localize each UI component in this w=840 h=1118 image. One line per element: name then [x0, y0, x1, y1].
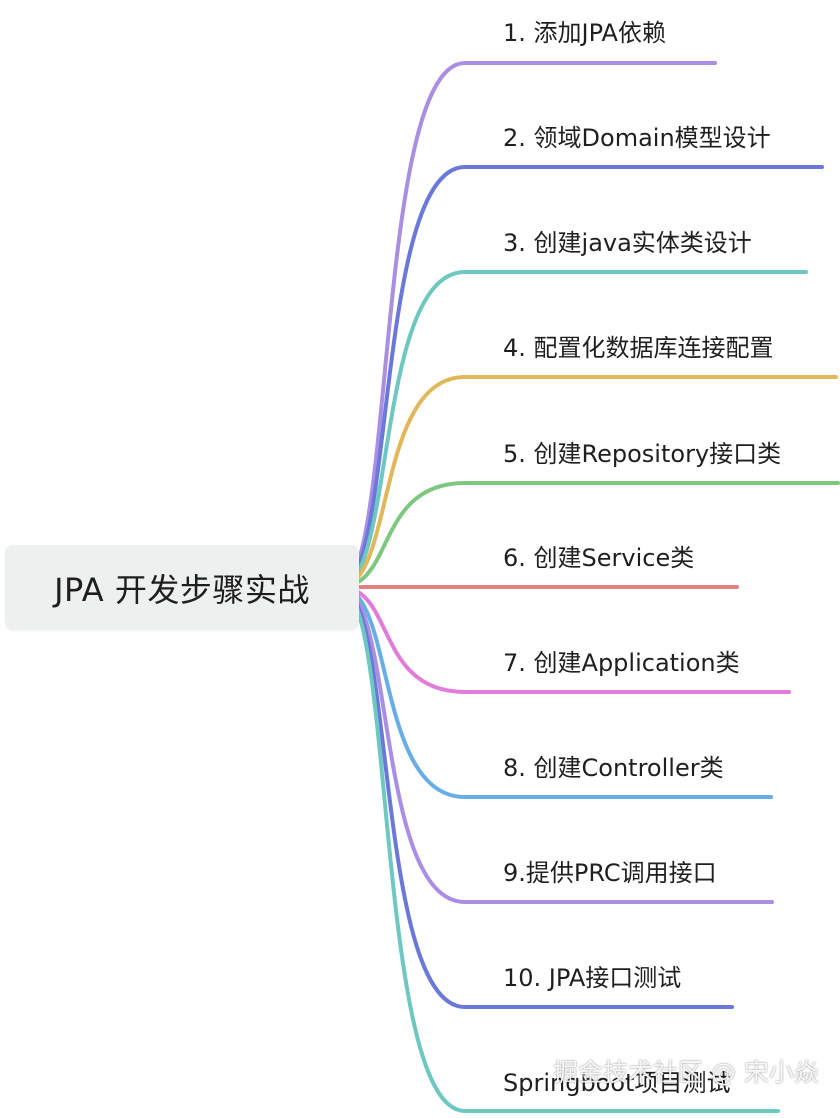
branch-label-10[interactable]: 10. JPA接口测试: [503, 964, 682, 992]
connector-line-3: [338, 270, 808, 589]
connector-line-8: [338, 585, 773, 799]
connector-line-2: [338, 165, 824, 589]
root-node[interactable]: JPA 开发步骤实战: [5, 545, 359, 630]
watermark: 掘金技术社区 @ 宋小焱: [553, 1058, 819, 1087]
connector-line-9: [338, 585, 774, 904]
connector-line-4: [338, 375, 838, 589]
branch-label-11[interactable]: Springboot项目测试: [503, 1069, 731, 1097]
branch-label-9[interactable]: 9.提供PRC调用接口: [503, 859, 717, 887]
branch-label-4[interactable]: 4. 配置化数据库连接配置: [503, 334, 774, 362]
branch-label-6[interactable]: 6. 创建Service类: [503, 544, 695, 572]
root-label: JPA 开发步骤实战: [54, 570, 310, 609]
branch-label-5[interactable]: 5. 创建Repository接口类: [503, 440, 782, 468]
branch-label-8[interactable]: 8. 创建Controller类: [503, 754, 724, 782]
branch-label-1[interactable]: 1. 添加JPA依赖: [503, 19, 666, 47]
branch-label-2[interactable]: 2. 领域Domain模型设计: [503, 124, 771, 152]
connector-line-11: [338, 585, 780, 1113]
branch-label-7[interactable]: 7. 创建Application类: [503, 649, 740, 677]
branch-label-3[interactable]: 3. 创建java实体类设计: [503, 229, 752, 257]
